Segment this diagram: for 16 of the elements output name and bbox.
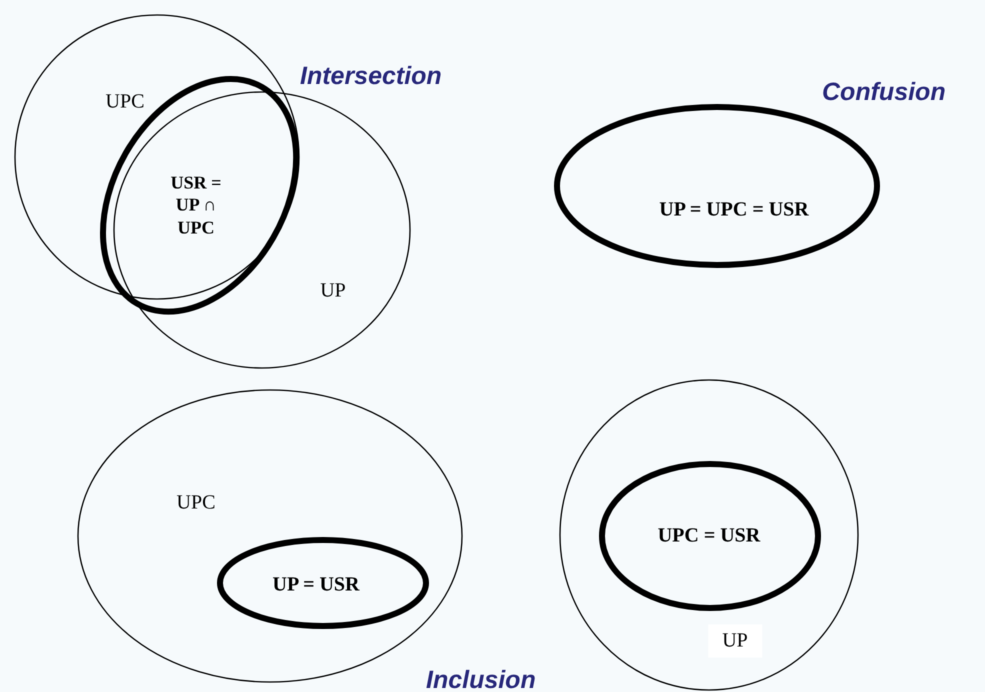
set-label: UPC	[176, 490, 216, 516]
set-ellipse	[15, 15, 299, 299]
section-title: Inclusion	[426, 666, 536, 692]
section-title: Intersection	[300, 62, 442, 91]
set-ellipse	[220, 540, 426, 626]
set-label: USR = UP ∩ UPC	[170, 171, 222, 239]
set-label: UP = UPC = USR	[659, 198, 809, 222]
set-label: UPC	[106, 90, 144, 114]
set-ellipse	[602, 464, 818, 608]
set-label: UPC = USR	[658, 524, 760, 548]
set-label: UP	[708, 624, 762, 658]
set-label: UP	[320, 278, 346, 304]
set-ellipse	[557, 107, 877, 265]
set-label: UP = USR	[272, 572, 360, 598]
set-ellipse	[560, 380, 858, 690]
section-title: Confusion	[822, 78, 946, 107]
